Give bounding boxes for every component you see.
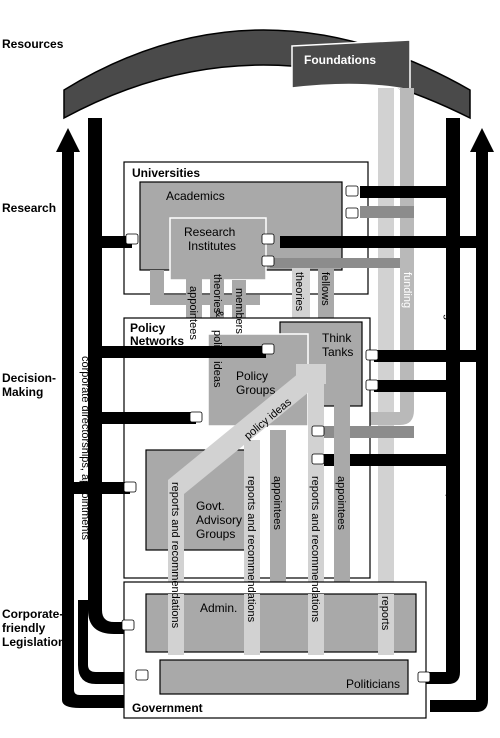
band-to-policy-groups — [102, 346, 266, 358]
funding-to-research — [270, 258, 400, 268]
foundations-label: Foundations — [304, 53, 376, 67]
policy-ideas-horizontal — [296, 364, 326, 384]
flow-fellows — [318, 268, 334, 323]
flow-univ-down-1 — [150, 270, 164, 300]
flow-down-appointees-2 — [334, 400, 350, 600]
flow-policy-ideas-1: policy ideas — [211, 330, 223, 388]
government-label: Government — [132, 701, 203, 715]
flow-appointees-1: appointees — [187, 286, 199, 340]
right-outer-arrowhead — [470, 128, 494, 152]
think-tanks-label-2: Tanks — [322, 345, 353, 359]
research-institutes-label-1: Research — [184, 225, 235, 239]
band-to-advisory-mid — [102, 412, 196, 424]
universities-label: Universities — [132, 166, 200, 180]
flow-theories — [292, 268, 310, 320]
level-research: Research — [2, 201, 56, 215]
govt-advisory-label-3: Groups — [196, 527, 235, 541]
admin-label: Admin. — [200, 601, 237, 615]
level-corp-3: Legislation — [2, 635, 65, 649]
left-outer-band — [62, 150, 130, 708]
left-inner-band — [88, 118, 125, 634]
flow-corporate-directorships: corporate directorships, appointments — [79, 356, 91, 541]
flow-corporate-personnel: corporate personnel - trustees, members,… — [89, 176, 101, 415]
band-to-advisory — [74, 482, 130, 494]
flow-appointees-2: appointees — [271, 476, 283, 530]
level-corp-1: Corporate- — [2, 607, 63, 621]
corporations-label: Corporations — [228, 16, 304, 30]
flow-reports-recs-3: reports and recommendations — [309, 476, 321, 623]
flow-members: members — [233, 288, 245, 334]
right-outer-band — [430, 150, 488, 712]
flow-fellows: fellows — [319, 272, 331, 306]
flow-funding-1: funding — [443, 284, 455, 320]
policy-ideas-diagonal — [168, 364, 326, 494]
policy-networks-label-2: Networks — [130, 334, 184, 348]
band-left-academics — [102, 236, 132, 248]
hand-icon — [121, 185, 431, 683]
govt-advisory-label-2: Advisory — [196, 513, 242, 527]
academics-label: Academics — [166, 189, 225, 203]
flow-reports-recs-1: reports and recommendations — [169, 482, 181, 629]
right-second-band — [420, 118, 460, 684]
policy-groups-label-2: Groups — [236, 383, 275, 397]
band-to-academics — [360, 186, 446, 198]
flow-funding-2: funding — [401, 272, 413, 308]
politicians-box — [159, 659, 409, 695]
band-to-research-1 — [280, 236, 476, 248]
foundations-flow-left — [378, 88, 394, 663]
level-corp-2: friendly — [2, 621, 46, 635]
flow-down-appointees — [270, 430, 286, 600]
flow-amp: & — [213, 310, 225, 318]
flow-univ-bottom — [150, 295, 260, 305]
govt-advisory-label-1: Govt. — [196, 499, 225, 513]
flow-reports-recs-2: reports and recommendations — [245, 476, 257, 623]
flow-appointees-3: appointees — [335, 476, 347, 530]
flow-reports: reports — [379, 596, 391, 631]
think-tanks-label-1: Think — [322, 331, 352, 345]
level-decision-2: Making — [2, 385, 43, 399]
policy-groups-label-1: Policy — [236, 369, 268, 383]
funding-to-academics — [360, 206, 414, 218]
funding-to-lower — [318, 426, 414, 438]
level-resources: Resources — [2, 37, 64, 51]
level-decision-1: Decision- — [2, 371, 56, 385]
admin-box — [145, 593, 417, 653]
research-institutes-label-2: Institutes — [188, 239, 236, 253]
left-outer-arrowhead — [56, 128, 80, 152]
politicians-label: Politicians — [346, 677, 400, 691]
band-right-policygroups — [374, 380, 446, 392]
flow-tax-breaks: tax breaks and subsidies — [475, 238, 487, 360]
policy-networks-label-1: Policy — [130, 321, 166, 335]
flow-theories-2: theories — [293, 272, 305, 312]
flow-political-donations: political donations — [445, 494, 457, 582]
band-right-thinktanks — [374, 350, 476, 362]
flow-theories-1: theories — [211, 274, 223, 314]
